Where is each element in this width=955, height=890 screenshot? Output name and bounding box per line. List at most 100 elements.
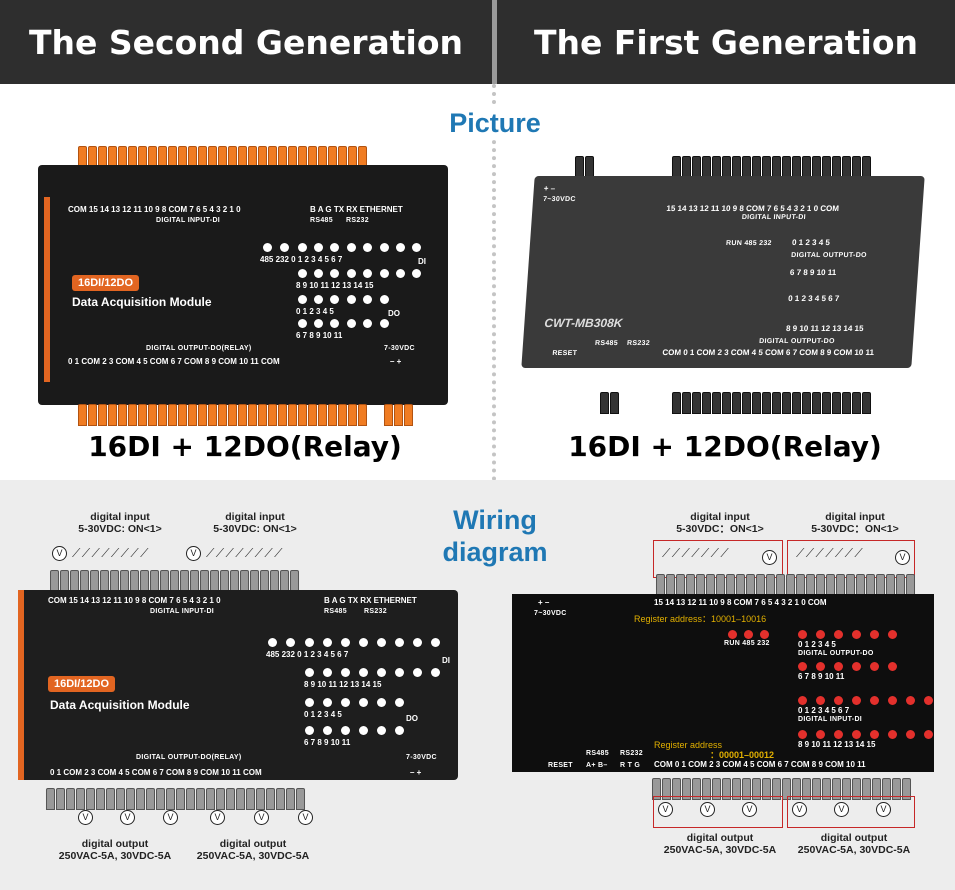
gen1-w-rs485: RS485 bbox=[586, 750, 609, 757]
gen1-caption: 16DI + 12DO(Relay) bbox=[568, 430, 882, 463]
gen1-do-caption: DIGITAL OUTPUT-DO bbox=[790, 252, 868, 259]
gen1-bottom-terminals bbox=[672, 388, 872, 414]
gen2-w-rs485: RS485 bbox=[324, 608, 347, 615]
gen1-w-power-pm: + – bbox=[538, 598, 550, 607]
gen2-w-di-labels: COM 15 14 13 12 11 10 9 8 COM 7 6 5 4 3 … bbox=[48, 596, 221, 605]
gen1-out-source-4-icon: V bbox=[792, 802, 807, 817]
gen1-do-led-labels-2: 6 7 8 9 10 11 bbox=[789, 268, 837, 277]
gen1-reset-label: RESET bbox=[552, 350, 578, 357]
gen1-rs232-label: RS232 bbox=[626, 340, 651, 347]
gen2-rs232-label: RS232 bbox=[346, 217, 369, 224]
gen1-w-reset: RESET bbox=[548, 762, 573, 769]
gen1-di-led-labels-2: 8 9 10 11 12 13 14 15 bbox=[785, 324, 864, 333]
gen2-wiring-top-terminals bbox=[50, 566, 300, 592]
gen1-w-rs485-pins: A+ B– bbox=[586, 762, 608, 769]
gen2-do-caption: DIGITAL OUTPUT-DO(RELAY) bbox=[146, 345, 252, 352]
gen2-source-a-icon: V bbox=[52, 546, 67, 561]
gen1-out-source-1-icon: V bbox=[658, 802, 673, 817]
gen1-w-di-led-1: 0 1 2 3 4 5 6 7 bbox=[798, 706, 850, 715]
gen2-led-labels-3: 0 1 2 3 4 5 bbox=[296, 307, 334, 316]
gen1-w-reg-do: ：00001–00012 bbox=[710, 750, 775, 760]
gen1-w-di-labels: 15 14 13 12 11 10 9 8 COM 7 6 5 4 3 2 1 … bbox=[654, 598, 827, 607]
header-divider bbox=[492, 0, 497, 84]
gen1-w-reg-do-label: Register address bbox=[654, 740, 723, 750]
gen1-di-led-labels-1: 0 1 2 3 4 5 6 7 bbox=[787, 294, 840, 303]
gen2-module-body: COM 15 14 13 12 11 10 9 8 COM 7 6 5 4 3 … bbox=[38, 165, 448, 405]
gen1-w-do-led-1: 0 1 2 3 4 5 bbox=[798, 640, 836, 649]
gen1-do-group-a-box bbox=[653, 796, 783, 828]
gen1-out-source-6-icon: V bbox=[876, 802, 891, 817]
gen2-wiring-module: COM 15 14 13 12 11 10 9 8 COM 7 6 5 4 3 … bbox=[18, 590, 458, 780]
gen2-out-source-1-icon: V bbox=[78, 810, 93, 825]
gen1-w-do-labels: COM 0 1 COM 2 3 COM 4 5 COM 6 7 COM 8 9 … bbox=[654, 760, 866, 769]
gen1-w-run: RUN 485 232 bbox=[724, 640, 770, 647]
gen2-model-tag: 16DI/12DO bbox=[72, 275, 140, 291]
gen1-power-polarity: + – bbox=[543, 184, 556, 193]
gen1-w-di-caption: DIGITAL INPUT-DI bbox=[798, 716, 863, 723]
gen2-w-do-mark: DO bbox=[406, 714, 418, 723]
gen1-do-terminal-labels: COM 0 1 COM 2 3 COM 4 5 COM 6 7 COM 8 9 … bbox=[662, 348, 875, 357]
gen1-w-di-led-2: 8 9 10 11 12 13 14 15 bbox=[798, 740, 876, 749]
gen1-top-terminal-small bbox=[575, 152, 595, 178]
gen2-wiring-bottom-terminals bbox=[46, 784, 306, 810]
gen1-do-caption-2: DIGITAL OUTPUT-DO bbox=[758, 338, 836, 345]
gen1-w-reg-di: Register address：10001–10016 bbox=[634, 614, 767, 624]
gen2-w-power: 7-30VDC bbox=[406, 754, 437, 761]
section-wiring-label: Wiring diagram bbox=[390, 504, 600, 568]
gen2-w-do-labels: 0 1 COM 2 3 COM 4 5 COM 6 7 COM 8 9 COM … bbox=[50, 768, 262, 777]
wiring-label-line1: Wiring bbox=[453, 505, 537, 535]
gen1-run-labels: RUN 485 232 bbox=[725, 240, 772, 247]
gen2-w-led-3: 0 1 2 3 4 5 bbox=[304, 710, 342, 719]
section-picture-label: Picture bbox=[380, 108, 610, 139]
gen2-w-di-caption: DIGITAL INPUT-DI bbox=[150, 608, 215, 615]
gen2-do-mark: DO bbox=[388, 309, 400, 318]
gen2-w-rs232: RS232 bbox=[364, 608, 387, 615]
gen1-source-b-icon: V bbox=[895, 550, 910, 565]
gen2-bus-labels: B A G TX RX ETHERNET bbox=[310, 205, 403, 214]
gen1-out-source-3-icon: V bbox=[742, 802, 757, 817]
gen2-bottom-terminals bbox=[78, 400, 368, 426]
gen2-switches-a: ⟋ ⟋ ⟋ ⟋ ⟋ ⟋ ⟋ ⟋ bbox=[72, 546, 149, 560]
gen1-model-label: CWT-MB308K bbox=[543, 316, 623, 330]
gen2-di-terminal-labels: COM 15 14 13 12 11 10 9 8 COM 7 6 5 4 3 … bbox=[68, 205, 241, 214]
gen2-led-labels-4: 6 7 8 9 10 11 bbox=[296, 331, 343, 340]
gen1-module-body: + – 7~30VDC 15 14 13 12 11 10 9 8 COM 7 … bbox=[521, 176, 925, 368]
gen2-power-label: 7-30VDC bbox=[384, 345, 415, 352]
gen1-out-source-2-icon: V bbox=[700, 802, 715, 817]
gen2-led-labels-2: 8 9 10 11 12 13 14 15 bbox=[296, 281, 374, 290]
gen1-w-do-led-2: 6 7 8 9 10 11 bbox=[798, 672, 845, 681]
gen1-w-rs232: RS232 bbox=[620, 750, 643, 757]
gen2-di-mark: DI bbox=[418, 257, 426, 266]
gen1-wiring-bottom-terminals bbox=[652, 774, 912, 800]
gen2-power-terminals bbox=[384, 400, 414, 426]
gen1-switches-a: ⟋ ⟋ ⟋ ⟋ ⟋ ⟋ ⟋ bbox=[662, 546, 729, 560]
gen1-wiring-module: + – 7~30VDC 15 14 13 12 11 10 9 8 COM 7 … bbox=[512, 594, 934, 772]
gen1-do-led-labels-1: 0 1 2 3 4 5 bbox=[791, 238, 831, 247]
gen1-w-rs232-pins: R T G bbox=[620, 762, 641, 769]
gen1-di-caption: DIGITAL INPUT-DI bbox=[741, 214, 807, 221]
gen2-out-source-5-icon: V bbox=[254, 810, 269, 825]
gen2-w-led-2: 8 9 10 11 12 13 14 15 bbox=[304, 680, 382, 689]
gen2-di-caption: DIGITAL INPUT-DI bbox=[156, 217, 221, 224]
gen1-out-source-5-icon: V bbox=[834, 802, 849, 817]
gen2-out-source-6-icon: V bbox=[298, 810, 313, 825]
gen1-source-a-icon: V bbox=[762, 550, 777, 565]
gen2-switches-b: ⟋ ⟋ ⟋ ⟋ ⟋ ⟋ ⟋ ⟋ bbox=[206, 546, 283, 560]
gen1-bottom-terminal-small bbox=[600, 388, 620, 414]
wiring-label-line2: diagram bbox=[442, 537, 548, 567]
gen1-rs485-label: RS485 bbox=[594, 340, 619, 347]
header-second-generation: The Second Generation bbox=[0, 0, 492, 84]
gen2-led-labels-1: 485 232 0 1 2 3 4 5 6 7 bbox=[260, 255, 343, 264]
gen1-power-label: 7~30VDC bbox=[542, 196, 576, 203]
gen1-do-group-b-box bbox=[787, 796, 915, 828]
gen2-w-power-pm: – + bbox=[410, 768, 422, 777]
gen2-out-source-4-icon: V bbox=[210, 810, 225, 825]
gen2-w-tag: 16DI/12DO bbox=[48, 676, 116, 692]
